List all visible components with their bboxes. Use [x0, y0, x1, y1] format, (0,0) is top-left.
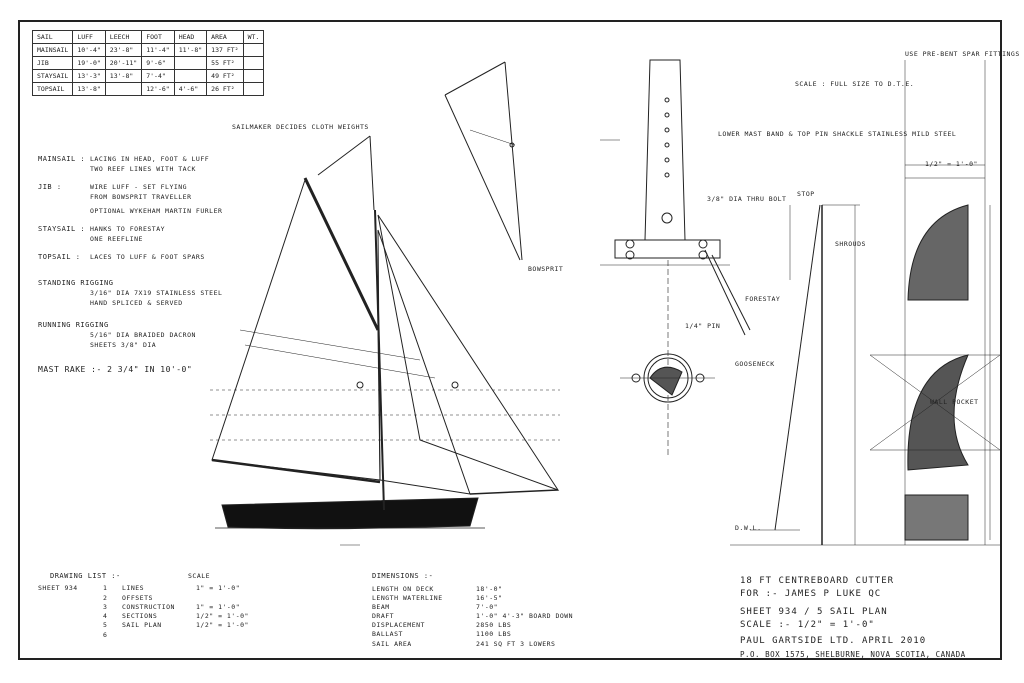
note-label: Staysail :: [38, 225, 86, 233]
dimensions-title: Dimensions :-: [372, 572, 434, 580]
list-item-number: 6: [103, 631, 108, 639]
list-item-number: 2: [103, 594, 108, 602]
list-item-name: Lines: [122, 584, 145, 592]
list-item-name: Offsets: [122, 594, 153, 602]
list-item-name: Construction: [122, 603, 175, 611]
list-item-name: Sections: [122, 612, 158, 620]
note-line: Wire luff - set flying: [90, 183, 188, 191]
dimension-value: 1'-0" 4'-3" board down: [476, 612, 574, 620]
title-line: Sheet 934 / 5 Sail Plan: [740, 607, 888, 617]
dimension-label: Draft: [372, 612, 395, 620]
jib-outline: [377, 214, 560, 491]
note-line: 3/16" dia 7x19 stainless steel: [90, 289, 223, 297]
note-label: Standing Rigging: [38, 279, 114, 287]
list-item-scale: 1" = 1'-0": [196, 584, 241, 592]
sheet-label: Sheet 934: [38, 584, 78, 592]
list-item-number: 1: [103, 584, 108, 592]
note-line: Lacing in head, foot & luff: [90, 155, 210, 163]
note-line: one reefline: [90, 235, 143, 243]
dimension-label: Sail area: [372, 640, 412, 648]
note-line: optional Wykeham Martin furler: [90, 207, 223, 215]
shroud-detail: [774, 204, 821, 531]
dimension-label: Displacement: [372, 621, 425, 629]
dimension-value: 1100 lbs: [476, 630, 512, 638]
bowsprit-line: [469, 489, 559, 495]
table-cell: [242, 82, 265, 96]
drawing-border: [18, 20, 1002, 660]
table-header-row: Sail Luff Leech Foot Head Area Wt.: [31, 30, 265, 44]
title-line: Paul Gartside Ltd. April 2010: [740, 636, 927, 646]
dimension-value: 2850 lbs: [476, 621, 512, 629]
note-line: 5/16" dia braided dacron: [90, 331, 196, 339]
table-cell: 4'-6": [173, 82, 208, 96]
note-line: Hanks to forestay: [90, 225, 166, 233]
note-label: Jib :: [38, 183, 62, 191]
note-line: from bowsprit traveller: [90, 193, 192, 201]
mast-rake: Mast Rake :- 2 3/4" in 10'-0": [38, 365, 193, 374]
table-row: Jib 19'-0" 20'-11" 9'-6" 55 ft²: [31, 56, 265, 70]
dimension-value: 7'-0": [476, 603, 499, 611]
title-line: Scale :- 1/2" = 1'-0": [740, 620, 875, 630]
dimension-label: Beam: [372, 603, 390, 611]
drawing-list-title: Drawing List :-: [50, 572, 121, 580]
hull-shape: [221, 497, 479, 530]
note-line: Two reef lines with tack: [90, 165, 196, 173]
note-line: Laces to luff & foot spars: [90, 253, 205, 261]
list-item-number: 3: [103, 603, 108, 611]
staysail-outline: [377, 229, 471, 495]
dimension-label: Length waterline: [372, 594, 443, 602]
detail-label: Forestay: [745, 295, 781, 303]
mainsail-outline: [211, 178, 381, 481]
detail-label: 1/4" pin: [685, 322, 721, 330]
detail-label: Lower mast band & top pin shackle stainl…: [718, 130, 957, 138]
table-note: Sailmaker decides cloth weights: [232, 123, 369, 131]
dimension-value: 18'-0": [476, 585, 503, 593]
dimension-label: Ballast: [372, 630, 403, 638]
spar-section-detail: [907, 204, 969, 301]
detail-label: Gooseneck: [735, 360, 775, 368]
list-item-scale: 1" = 1'-0": [196, 603, 241, 611]
note-line: hand spliced & served: [90, 299, 183, 307]
detail-label: Scale : Full size to D.T.E.: [795, 80, 915, 88]
title-line: P.O. Box 1575, Shelburne, Nova Scotia, C…: [740, 650, 966, 659]
note-label: Mainsail :: [38, 155, 86, 163]
list-item-name: Sail Plan: [122, 621, 162, 629]
detail-label: Bowsprit: [528, 265, 564, 273]
note-label: Running Rigging: [38, 321, 109, 329]
dimension-label: Length on deck: [372, 585, 434, 593]
note-line: sheets 3/8" dia: [90, 341, 157, 349]
detail-label: Stop: [797, 190, 815, 198]
sail-table: Sail Luff Leech Foot Head Area Wt. Mains…: [31, 30, 265, 96]
detail-label: 3/8" dia thru bolt: [707, 195, 787, 203]
dimension-value: 241 sq ft 3 lowers: [476, 640, 556, 648]
detail-label: 1/2" = 1'-0": [925, 160, 978, 168]
table-cell: 13'-8": [72, 82, 106, 96]
title-line: 18 ft Centreboard Cutter: [740, 576, 895, 586]
table-row: Topsail 13'-8" 12'-6" 4'-6" 26 ft²: [31, 82, 265, 96]
detail-label: Use pre-bent spar fittings throughout: [905, 50, 1024, 58]
scale-header: Scale: [188, 572, 211, 580]
detail-label: Wall pocket: [930, 398, 979, 406]
list-item-scale: 1/2" = 1'-0": [196, 621, 249, 629]
note-label: Topsail :: [38, 253, 81, 261]
title-line: For :- James P Luke Qc: [740, 589, 882, 599]
detail-label: Shrouds: [835, 240, 866, 248]
detail-label: D.W.L.: [735, 524, 762, 532]
list-item-number: 5: [103, 621, 108, 629]
dimension-value: 16'-5": [476, 594, 503, 602]
table-cell: 26 ft²: [206, 82, 244, 96]
list-item-scale: 1/2" = 1'-0": [196, 612, 249, 620]
list-item-number: 4: [103, 612, 108, 620]
